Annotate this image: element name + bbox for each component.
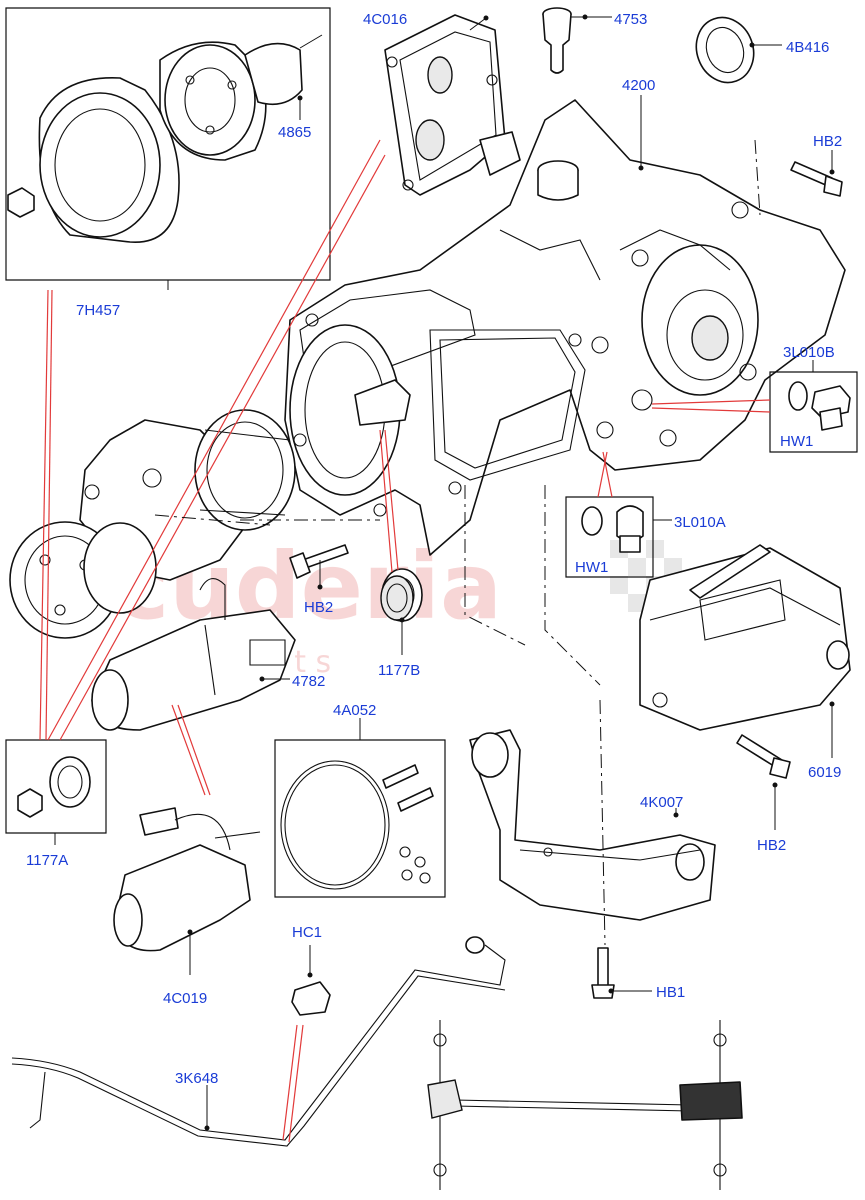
nut-icon [7, 187, 35, 218]
label-3k648: 3K648 [175, 1070, 218, 1087]
bolt-hb2-right [736, 734, 791, 830]
label-4k007: 4K007 [640, 794, 683, 811]
seal-1177b [379, 429, 423, 655]
detail-box-7h457 [5, 7, 331, 290]
detail-box-1177a [5, 139, 386, 845]
label-1177b: 1177B [378, 662, 420, 679]
label-hw1-right: HW1 [780, 433, 813, 450]
detail-box-3l010a [565, 451, 672, 578]
bolt-hb2-top [790, 150, 843, 197]
label-3l010a: 3L010A [674, 514, 726, 531]
coupling-seal [244, 42, 303, 106]
label-hw1-mid: HW1 [575, 559, 608, 576]
coupling-housing [38, 77, 180, 243]
pipe-3k648 [11, 936, 506, 1147]
assembly-guide-lines [154, 485, 606, 946]
motor-4782 [91, 578, 296, 731]
label-4865: 4865 [278, 124, 311, 141]
label-4200: 4200 [622, 77, 655, 94]
label-3l010b: 3L010B [783, 344, 835, 361]
bolt-hb1 [591, 947, 652, 999]
motor-4c019 [113, 704, 261, 975]
detail-box-3l010b [651, 360, 858, 453]
breather-4753 [542, 7, 612, 74]
label-4a052: 4A052 [333, 702, 376, 719]
label-1177a: 1177A [26, 852, 68, 869]
label-7h457: 7H457 [76, 302, 120, 319]
checkered-flag-icon [610, 540, 682, 612]
actuator-assembly [9, 409, 296, 639]
label-hb2-mid: HB2 [304, 599, 333, 616]
clip-hc1 [291, 945, 331, 1016]
label-hb2-right: HB2 [757, 837, 786, 854]
unit-6019 [639, 544, 851, 758]
control-module-4c016 [384, 14, 521, 196]
label-4b416: 4B416 [786, 39, 829, 56]
detail-box-4a052 [274, 718, 446, 898]
label-4753: 4753 [614, 11, 647, 28]
bolt-hb2-mid [289, 544, 349, 590]
label-hc1: HC1 [292, 924, 322, 941]
bracket-4k007 [469, 729, 716, 921]
seal-4b416 [695, 16, 782, 84]
label-hb1: HB1 [656, 984, 685, 1001]
label-4c019: 4C019 [163, 990, 207, 1007]
label-hb2-top: HB2 [813, 133, 842, 150]
transfer-case-4200 [284, 95, 846, 556]
label-4782: 4782 [292, 673, 325, 690]
label-6019: 6019 [808, 764, 841, 781]
driveline-overview [427, 1020, 743, 1190]
label-4c016: 4C016 [363, 11, 407, 28]
coupling-flange [159, 41, 267, 161]
